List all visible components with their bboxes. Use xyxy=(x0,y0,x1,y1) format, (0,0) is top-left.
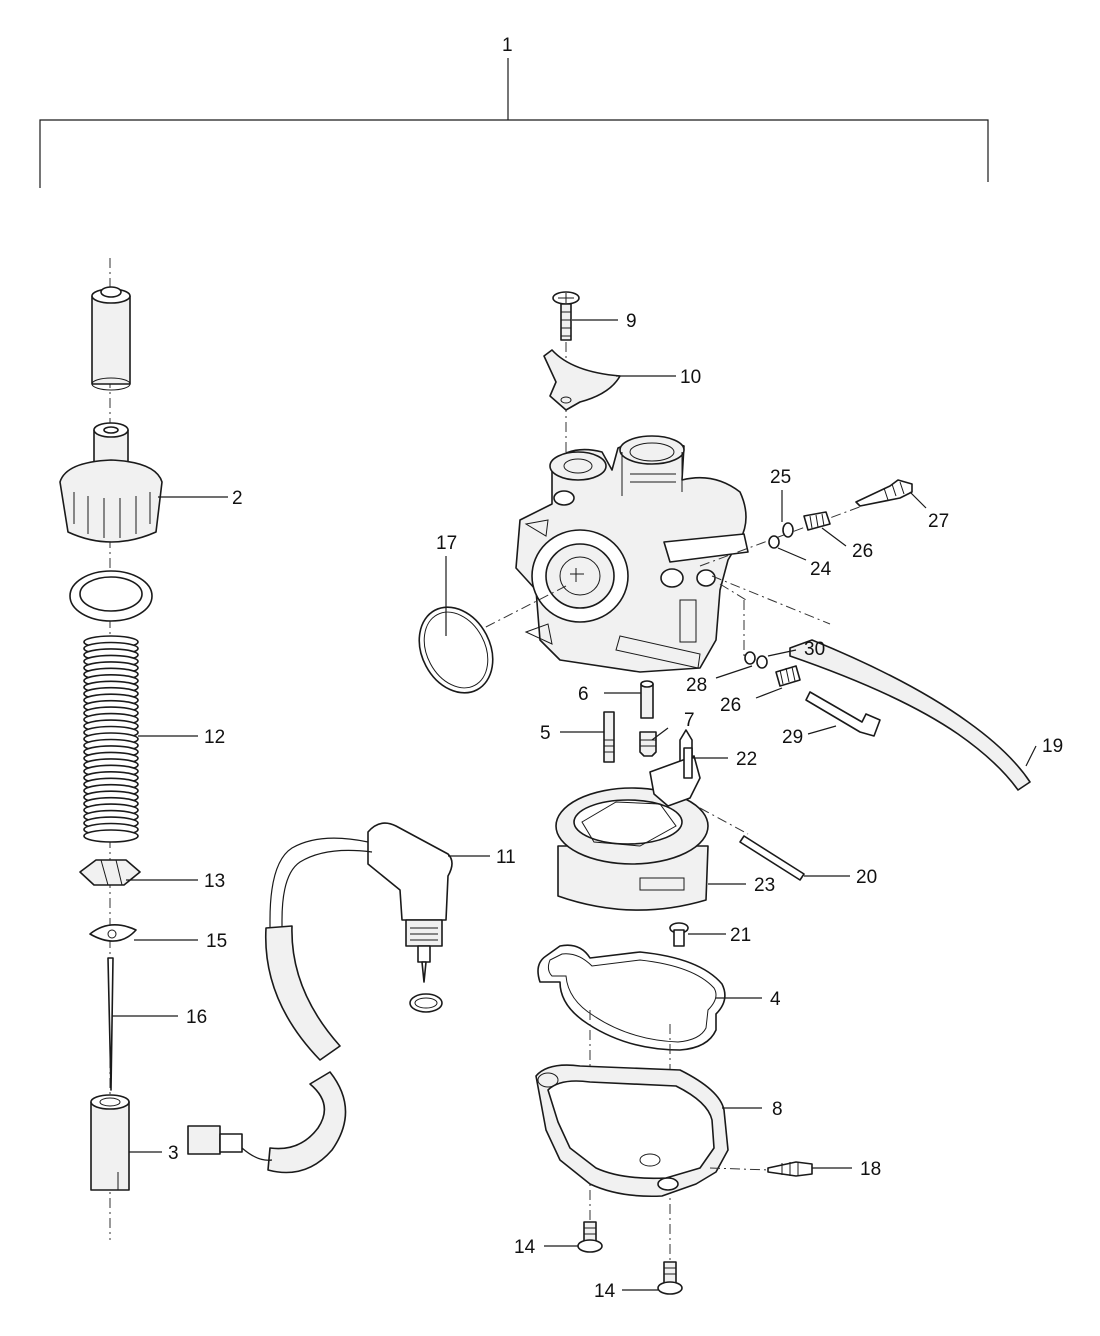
callout-29: 29 xyxy=(782,727,803,748)
callout-30: 30 xyxy=(804,639,825,660)
callout-27: 27 xyxy=(928,511,949,532)
idle-screw-set-part xyxy=(768,479,913,549)
screw-part xyxy=(552,291,580,341)
callout-23: 23 xyxy=(754,875,775,896)
spring-coil xyxy=(83,829,139,843)
callout-7: 7 xyxy=(684,710,695,731)
callout-17: 17 xyxy=(436,533,457,554)
fuel-hose-part xyxy=(789,639,1031,791)
ring-gasket-part xyxy=(69,570,153,622)
callout-10: 10 xyxy=(680,367,701,388)
fuel-hose-axis xyxy=(711,575,831,625)
assembly-bracket xyxy=(39,58,989,188)
callout-5: 5 xyxy=(540,723,551,744)
callout-24: 24 xyxy=(810,559,832,580)
jet-needle-part xyxy=(107,957,114,1091)
drain-screw-part xyxy=(767,1161,813,1177)
jet-parts xyxy=(603,680,657,763)
callout-22: 22 xyxy=(736,749,757,770)
slide-spring-part xyxy=(83,635,139,843)
callout-labels: 1 2 3 4 5 6 7 8 9 10 11 12 13 14 14 15 1… xyxy=(168,35,1063,1302)
callout-18: 18 xyxy=(860,1159,881,1180)
float-screw-part xyxy=(669,922,689,947)
choke-wire-harness xyxy=(187,837,373,1174)
callout-21: 21 xyxy=(730,925,751,946)
callout-2: 2 xyxy=(232,488,243,509)
bowl-screw-part-b xyxy=(657,1261,683,1295)
mixture-screw-set-part xyxy=(744,651,881,737)
bracket-plate-part xyxy=(543,349,621,411)
callout-11: 11 xyxy=(496,847,516,868)
float-part xyxy=(555,747,709,911)
callout-13: 13 xyxy=(204,871,225,892)
callout-9: 9 xyxy=(626,311,637,332)
o-ring-axis xyxy=(479,585,567,631)
mixture-axis-a xyxy=(719,583,747,601)
idle-screw-axis xyxy=(699,491,901,567)
auto-choke-part xyxy=(367,822,453,1013)
callout-14-upper: 14 xyxy=(514,1237,536,1258)
callout-26-upper: 26 xyxy=(852,541,873,562)
float-bowl-part xyxy=(535,1064,729,1198)
callout-19: 19 xyxy=(1042,736,1063,757)
callout-14-lower: 14 xyxy=(594,1281,616,1302)
cable-adjuster-part xyxy=(91,286,131,391)
float-pin-axis xyxy=(699,807,749,835)
leader-lines xyxy=(112,319,1037,1291)
callout-4: 4 xyxy=(770,989,781,1010)
callout-15: 15 xyxy=(206,931,227,952)
throttle-slide-part xyxy=(90,1094,130,1191)
e-clip-part xyxy=(89,924,137,942)
callout-1: 1 xyxy=(502,35,513,56)
drain-axis xyxy=(709,1167,771,1171)
callout-20: 20 xyxy=(856,867,877,888)
bowl-screw-part-a xyxy=(577,1221,603,1253)
float-bowl-gasket-part xyxy=(537,944,726,1051)
callout-16: 16 xyxy=(186,1007,207,1028)
carburettor-body-part xyxy=(515,435,749,673)
callout-3: 3 xyxy=(168,1143,179,1164)
needle-clip-part xyxy=(79,859,141,886)
callout-25: 25 xyxy=(770,467,791,488)
callout-26-lower: 26 xyxy=(720,695,741,716)
callout-6: 6 xyxy=(578,684,589,705)
callout-12: 12 xyxy=(204,727,225,748)
body-o-ring-part xyxy=(418,606,494,694)
mixing-chamber-top-part xyxy=(59,422,163,543)
callout-28: 28 xyxy=(686,675,707,696)
float-pin-part xyxy=(739,835,805,881)
callout-8: 8 xyxy=(772,1099,783,1120)
